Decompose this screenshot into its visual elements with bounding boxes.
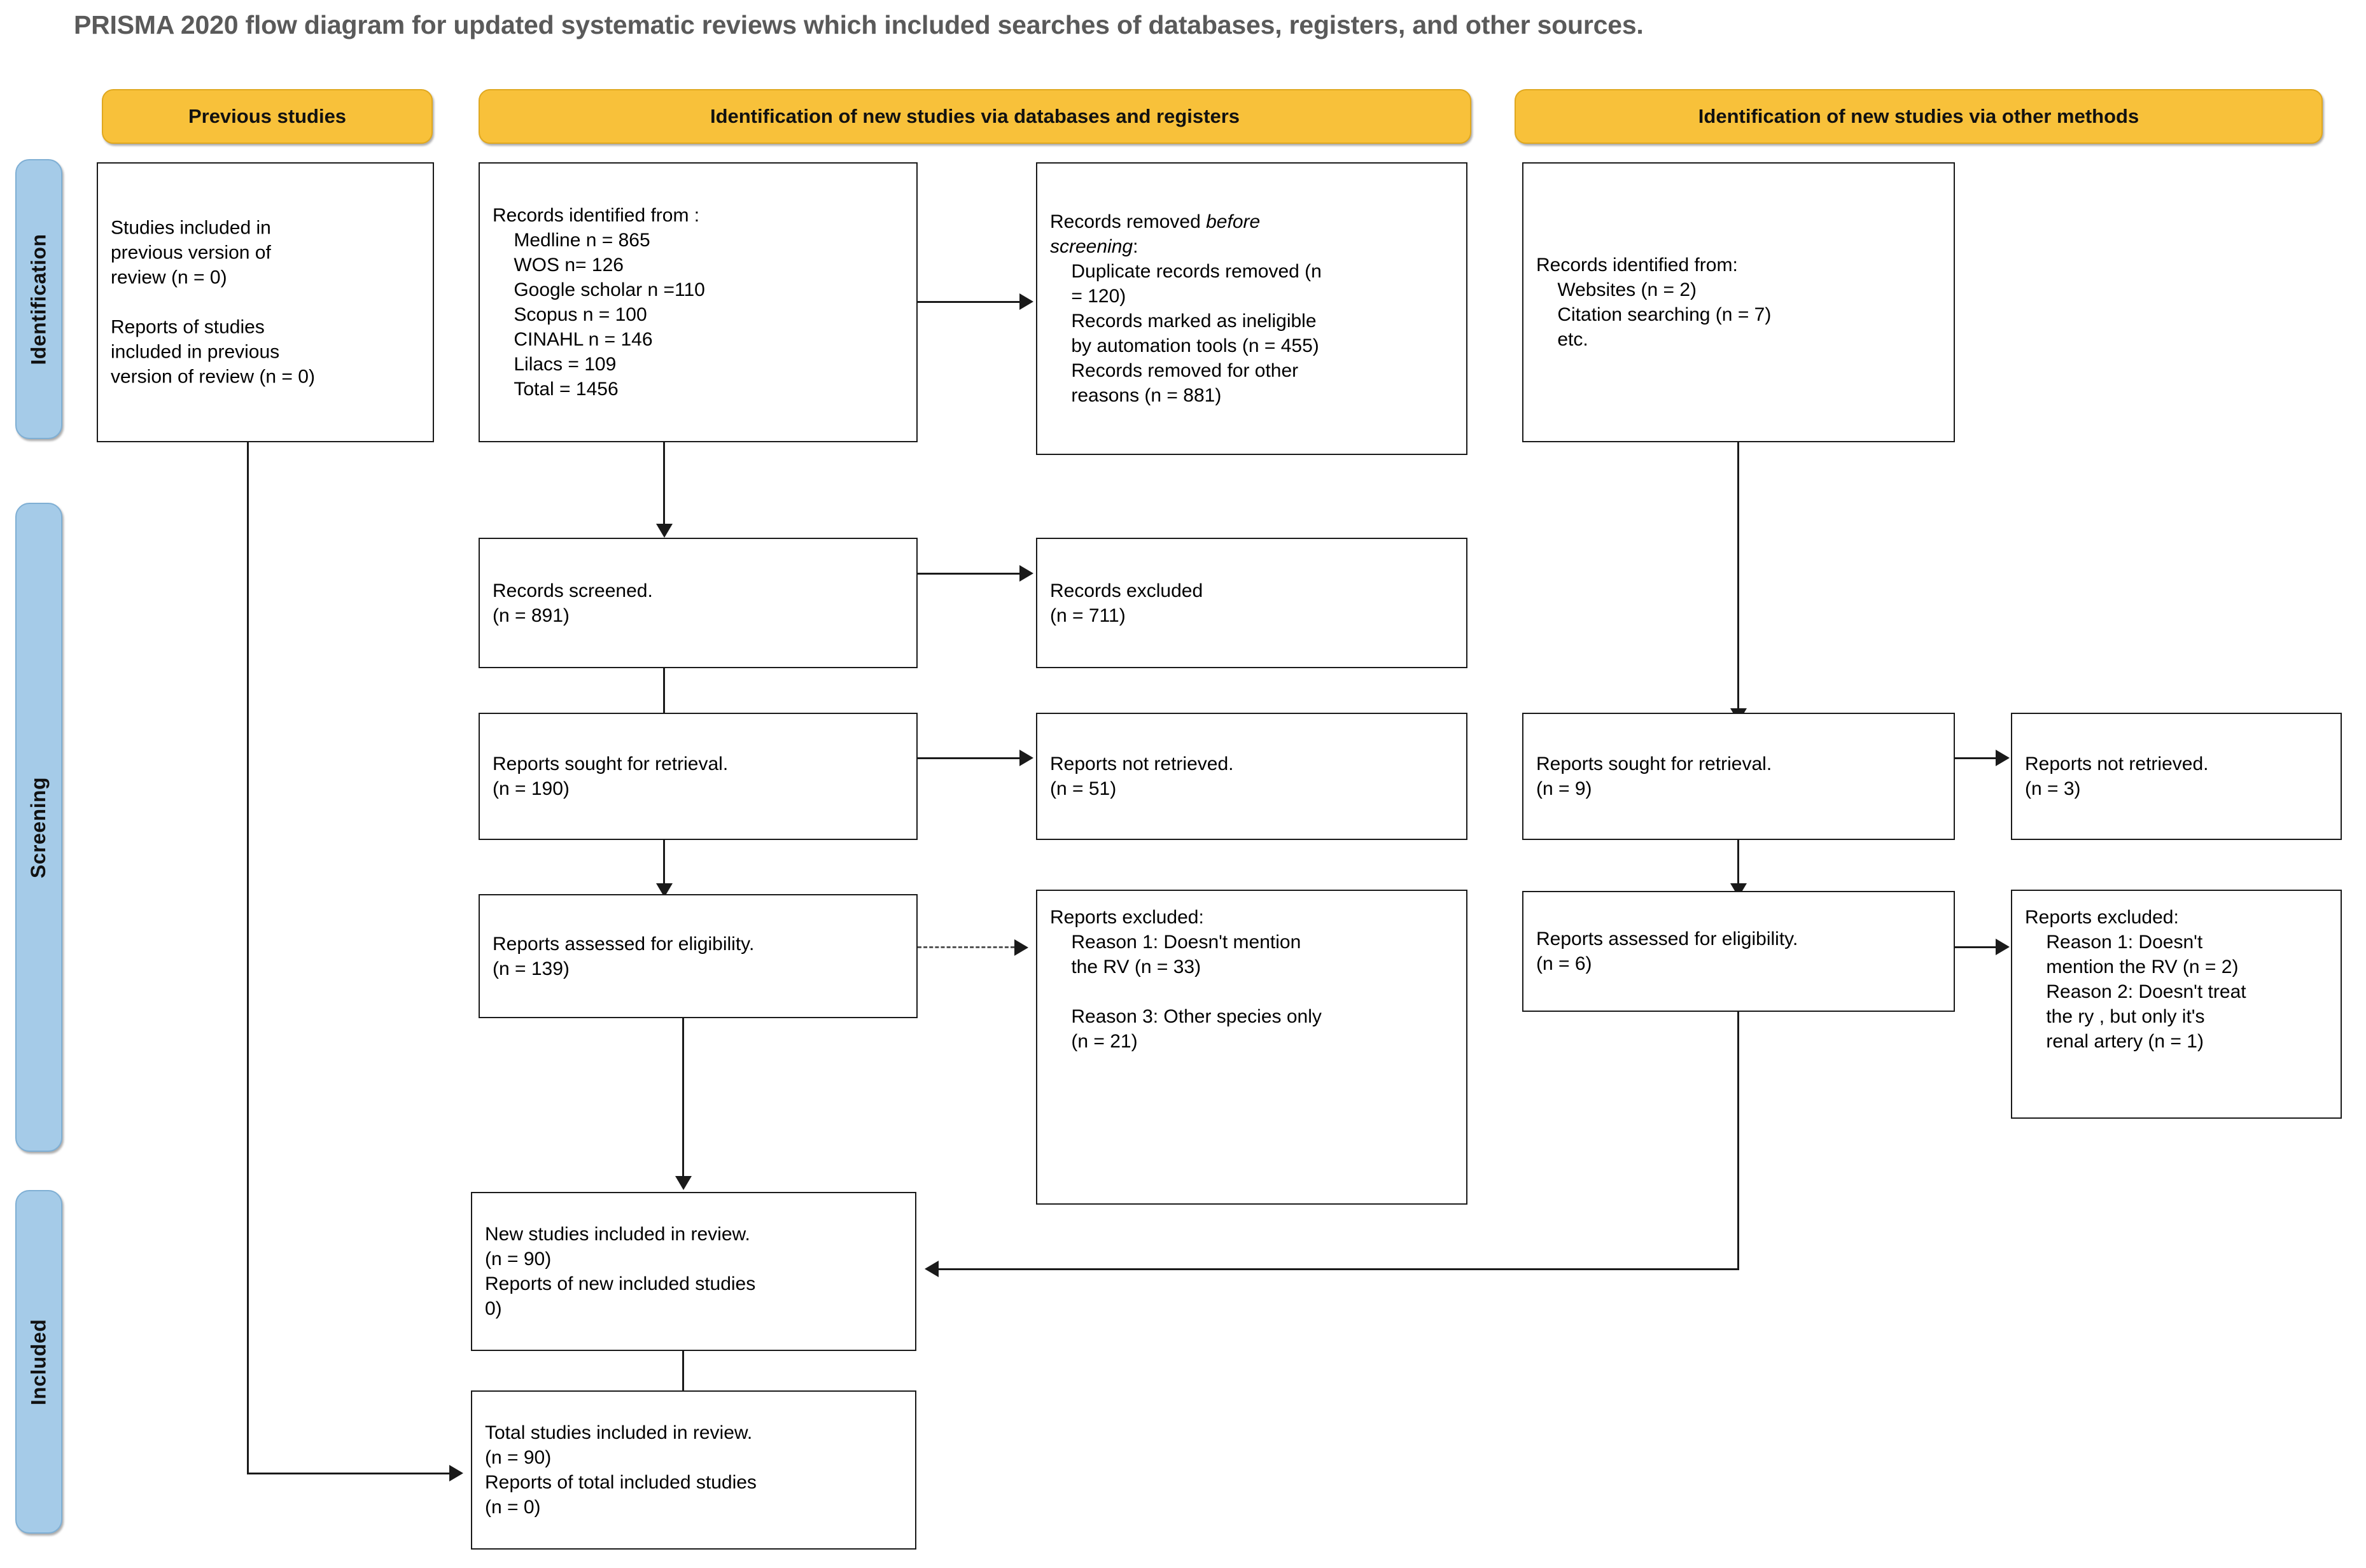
column-header-label: Identification of new studies via other … bbox=[1698, 105, 2139, 127]
stage-label-included: Included bbox=[15, 1190, 62, 1534]
arrow-assessed-to-excluded bbox=[1014, 939, 1028, 956]
column-header-databases-registers: Identification of new studies via databa… bbox=[479, 89, 1471, 144]
connector-assessed-other-to-excluded bbox=[1955, 946, 1996, 948]
connector-identified-to-removed bbox=[918, 301, 1019, 303]
box-records-excluded: Records excluded (n = 711) bbox=[1036, 538, 1467, 668]
stage-label-identification: Identification bbox=[15, 159, 62, 439]
box-new-studies-included-text: New studies included in review. (n = 90)… bbox=[485, 1224, 756, 1319]
records-removed-italic-before: before bbox=[1206, 211, 1261, 232]
connector-sought-other-to-not-retrieved bbox=[1955, 757, 1996, 759]
connector-screened-to-sought bbox=[663, 668, 665, 716]
box-new-studies-included: New studies included in review. (n = 90)… bbox=[471, 1192, 916, 1351]
arrow-screened-to-excluded bbox=[1019, 565, 1033, 582]
connector-assessed-to-excluded-dashed bbox=[918, 946, 1014, 948]
box-previous-studies: Studies included in previous version of … bbox=[97, 162, 434, 442]
stage-label-text: Screening bbox=[27, 776, 50, 878]
box-reports-assessed-other-text: Reports assessed for eligibility. (n = 6… bbox=[1536, 928, 1798, 974]
box-records-excluded-text: Records excluded (n = 711) bbox=[1050, 580, 1203, 626]
column-header-label: Identification of new studies via databa… bbox=[710, 105, 1240, 127]
connector-screened-to-excluded bbox=[918, 573, 1019, 575]
column-header-previous-studies: Previous studies bbox=[102, 89, 433, 144]
connector-sought-to-assessed bbox=[663, 840, 665, 885]
box-records-identified-other-methods: Records identified from: Websites (n = 2… bbox=[1522, 162, 1955, 442]
connector-new-to-total-included bbox=[682, 1351, 684, 1408]
box-records-identified-databases-text: Records identified from : Medline n = 86… bbox=[493, 205, 705, 400]
connector-sought-other-to-assessed bbox=[1737, 840, 1739, 885]
box-total-studies-included: Total studies included in review. (n = 9… bbox=[471, 1390, 916, 1550]
box-reports-not-retrieved-databases: Reports not retrieved. (n = 51) bbox=[1036, 713, 1467, 840]
connector-other-assessed-left bbox=[939, 1268, 1739, 1270]
connector-previous-to-total-horizontal bbox=[247, 1473, 451, 1474]
box-records-removed-text: Records removed before screening: Duplica… bbox=[1050, 209, 1460, 408]
stage-label-text: Identification bbox=[27, 233, 50, 365]
arrow-identified-to-removed bbox=[1019, 293, 1033, 310]
stage-label-screening: Screening bbox=[15, 503, 62, 1152]
connector-assessed-to-new-included bbox=[682, 1018, 684, 1177]
box-reports-assessed-databases: Reports assessed for eligibility. (n = 1… bbox=[479, 894, 918, 1018]
connector-sought-to-not-retrieved bbox=[918, 757, 1019, 759]
box-records-identified-databases: Records identified from : Medline n = 86… bbox=[479, 162, 918, 442]
arrow-sought-other-to-not-retrieved bbox=[1996, 750, 2010, 766]
page-title: PRISMA 2020 flow diagram for updated sys… bbox=[74, 10, 1644, 39]
box-reports-sought-other-text: Reports sought for retrieval. (n = 9) bbox=[1536, 753, 1772, 799]
arrow-other-to-new-included bbox=[925, 1261, 939, 1277]
arrow-previous-to-total bbox=[449, 1465, 463, 1481]
box-records-screened-text: Records screened. (n = 891) bbox=[493, 580, 653, 626]
box-reports-excluded-other: Reports excluded: Reason 1: Doesn't ment… bbox=[2011, 890, 2342, 1119]
box-reports-assessed-databases-text: Reports assessed for eligibility. (n = 1… bbox=[493, 933, 755, 979]
box-reports-assessed-other: Reports assessed for eligibility. (n = 6… bbox=[1522, 891, 1955, 1012]
connector-previous-to-total bbox=[247, 442, 249, 1474]
box-reports-excluded-other-text: Reports excluded: Reason 1: Doesn't ment… bbox=[2025, 907, 2246, 1052]
box-reports-not-retrieved-other: Reports not retrieved. (n = 3) bbox=[2011, 713, 2342, 840]
box-reports-sought-databases-text: Reports sought for retrieval. (n = 190) bbox=[493, 753, 729, 799]
box-reports-sought-other: Reports sought for retrieval. (n = 9) bbox=[1522, 713, 1955, 840]
box-records-identified-other-text: Records identified from: Websites (n = 2… bbox=[1536, 255, 1772, 350]
connector-other-assessed-down bbox=[1737, 1012, 1739, 1270]
connector-other-identified-to-sought bbox=[1737, 442, 1739, 710]
arrow-assessed-other-to-excluded bbox=[1996, 939, 2010, 955]
connector-identified-to-screened bbox=[663, 442, 665, 525]
box-reports-excluded-databases: Reports excluded: Reason 1: Doesn't ment… bbox=[1036, 890, 1467, 1205]
stage-label-text: Included bbox=[27, 1319, 50, 1405]
box-total-studies-included-text: Total studies included in review. (n = 9… bbox=[485, 1422, 757, 1518]
box-reports-not-retrieved-other-text: Reports not retrieved. (n = 3) bbox=[2025, 753, 2209, 799]
arrow-assessed-to-new-included bbox=[675, 1176, 692, 1190]
box-reports-excluded-databases-text: Reports excluded: Reason 1: Doesn't ment… bbox=[1050, 907, 1322, 1052]
records-removed-rest: : Duplicate records removed (n = 120) Re… bbox=[1071, 236, 1322, 406]
box-reports-not-retrieved-databases-text: Reports not retrieved. (n = 51) bbox=[1050, 753, 1234, 799]
box-records-removed-before-screening: Records removed before screening: Duplica… bbox=[1036, 162, 1467, 455]
column-header-label: Previous studies bbox=[188, 105, 347, 127]
arrow-identified-to-screened bbox=[656, 524, 673, 538]
arrow-sought-to-not-retrieved bbox=[1019, 750, 1033, 766]
records-removed-line1: Records removed bbox=[1050, 211, 1207, 232]
records-removed-italic-screening: screening bbox=[1050, 236, 1133, 257]
arrow-sought-to-assessed bbox=[656, 883, 673, 897]
box-records-screened: Records screened. (n = 891) bbox=[479, 538, 918, 668]
column-header-other-methods: Identification of new studies via other … bbox=[1515, 89, 2323, 144]
box-reports-sought-databases: Reports sought for retrieval. (n = 190) bbox=[479, 713, 918, 840]
box-previous-studies-text: Studies included in previous version of … bbox=[111, 217, 315, 388]
